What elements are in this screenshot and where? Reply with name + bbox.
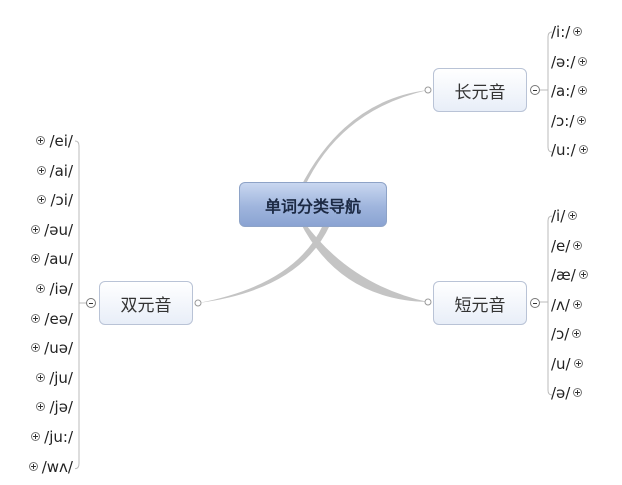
leaf-short-3[interactable]: /ʌ/ [551, 295, 570, 314]
expand-diph-10-icon[interactable] [31, 432, 41, 441]
expand-short-5-icon[interactable] [573, 358, 583, 368]
root-topic[interactable]: 单词分类导航 [239, 182, 387, 227]
leaf-long-2[interactable]: /a:/ [551, 82, 576, 100]
leaf-long-0[interactable]: /i:/ [551, 23, 571, 41]
expand-diph-2-icon[interactable] [37, 195, 47, 205]
leaf-short-6[interactable]: /ə/ [551, 384, 571, 402]
expand-short-3-icon[interactable] [572, 299, 582, 309]
collapse-long-icon[interactable] [530, 85, 540, 95]
leaf-short-2[interactable]: /æ/ [551, 266, 576, 284]
branch-long-vowels[interactable]: 长元音 [433, 68, 527, 112]
branch-short-label: 短元音 [454, 295, 506, 316]
expand-short-1-icon[interactable] [573, 240, 583, 250]
expand-diph-3-icon[interactable] [31, 224, 41, 234]
collapse-diph-icon[interactable] [86, 298, 96, 308]
leaf-diph-0[interactable]: /ei/ [49, 132, 73, 150]
leaf-short-0[interactable]: /i/ [551, 207, 566, 225]
leaf-diph-11[interactable]: /wʌ/ [41, 457, 73, 476]
expand-long-2-icon[interactable] [578, 86, 588, 95]
branch-diph-label: 双元音 [120, 295, 172, 316]
expand-diph-5-icon[interactable] [36, 284, 46, 293]
leaf-long-1[interactable]: /ə:/ [551, 52, 576, 71]
leaf-short-4[interactable]: /ɔ/ [551, 325, 570, 343]
connector-long [300, 90, 428, 188]
leaf-long-4[interactable]: /u:/ [551, 141, 576, 159]
branch-short-vowels[interactable]: 短元音 [433, 281, 527, 325]
leaf-diph-7[interactable]: /uə/ [44, 339, 73, 358]
expand-long-1-icon[interactable] [578, 56, 588, 66]
leaf-diph-3[interactable]: /əu/ [44, 220, 73, 239]
collapse-short-icon[interactable] [530, 298, 540, 308]
expand-short-2-icon[interactable] [578, 270, 588, 279]
root-label: 单词分类导航 [264, 196, 361, 216]
branch-diphthongs[interactable]: 双元音 [99, 281, 193, 325]
expand-diph-11-icon[interactable] [28, 461, 38, 471]
leaf-long-3[interactable]: /ɔ:/ [551, 111, 575, 130]
expand-short-6-icon[interactable] [573, 388, 583, 397]
expand-short-4-icon[interactable] [572, 329, 582, 338]
branch-long-label: 长元音 [454, 82, 506, 103]
leaf-diph-8[interactable]: /ju/ [49, 368, 73, 387]
expand-long-4-icon[interactable] [578, 145, 588, 154]
bracket-short [547, 215, 553, 396]
connector-short [300, 222, 428, 302]
expand-diph-0-icon[interactable] [36, 136, 46, 145]
expand-long-0-icon[interactable] [573, 27, 583, 36]
leaf-short-1[interactable]: /e/ [551, 236, 571, 255]
leaf-diph-5[interactable]: /iə/ [49, 280, 73, 298]
leaf-short-5[interactable]: /u/ [551, 354, 571, 373]
leaf-diph-1[interactable]: /ai/ [49, 161, 73, 180]
bracket-long [547, 31, 553, 153]
leaf-diph-4[interactable]: /au/ [44, 250, 73, 269]
expand-short-0-icon[interactable] [568, 211, 578, 220]
leaf-diph-10[interactable]: /ju:/ [44, 428, 73, 446]
bracket-diph [74, 140, 80, 470]
expand-long-3-icon[interactable] [577, 115, 587, 125]
expand-diph-6-icon[interactable] [31, 313, 41, 323]
expand-diph-4-icon[interactable] [31, 254, 41, 264]
expand-diph-8-icon[interactable] [36, 372, 46, 382]
expand-diph-7-icon[interactable] [31, 343, 41, 353]
leaf-diph-6[interactable]: /eə/ [44, 309, 73, 328]
leaf-diph-9[interactable]: /jə/ [49, 398, 73, 417]
leaf-diph-2[interactable]: /ɔi/ [50, 191, 73, 210]
expand-diph-1-icon[interactable] [36, 165, 46, 175]
